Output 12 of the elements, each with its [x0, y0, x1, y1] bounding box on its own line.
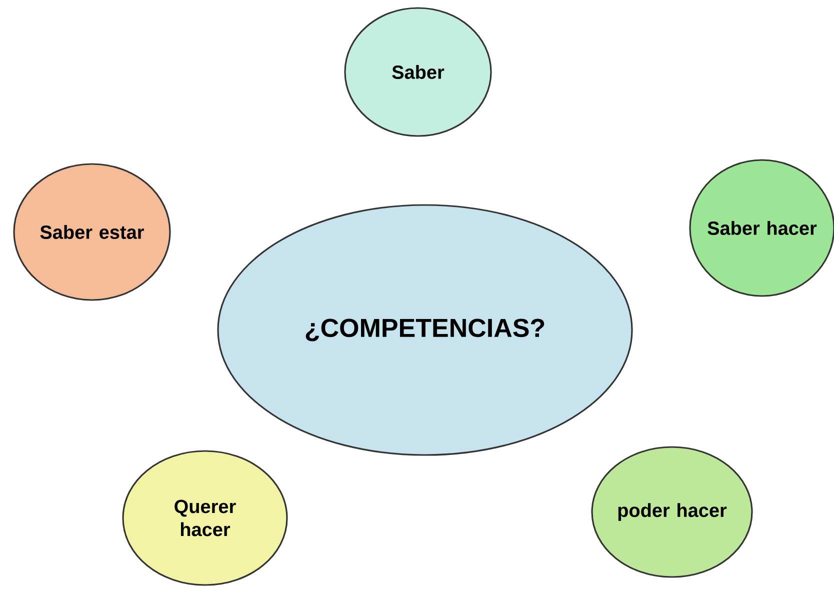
node-label: Querer hacer — [174, 500, 236, 536]
node-label: ¿COMPETENCIAS? — [306, 318, 544, 342]
topic-circle — [13, 163, 171, 301]
topic-circle — [344, 7, 492, 137]
topic-circle — [689, 159, 834, 297]
node-label: Saber — [392, 65, 444, 79]
topic-circle — [591, 446, 753, 578]
center-ellipse — [217, 204, 633, 456]
node-label: Saber hacer — [708, 221, 817, 235]
topic-circle — [122, 450, 288, 586]
node-label: poder hacer — [618, 503, 727, 521]
node-label: Saber estar — [40, 225, 144, 239]
